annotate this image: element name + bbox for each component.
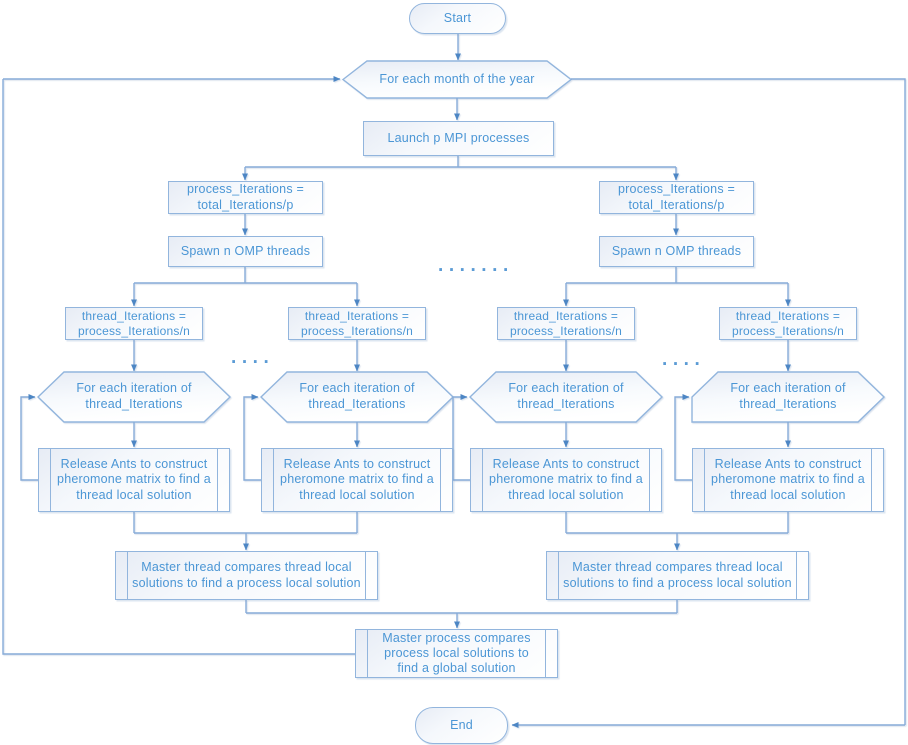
thread-iterations-box-1: thread_Iterations = process_Iterations/n xyxy=(65,307,203,340)
start-label: Start xyxy=(443,10,472,25)
start-terminator: Start xyxy=(409,3,506,34)
release-ants-box-3: Release Ants to construct pheromone matr… xyxy=(470,448,662,512)
spawn-threads-box-left: Spawn n OMP threads xyxy=(168,236,323,267)
edge-merge-masters xyxy=(245,600,678,614)
iteration-loop-label-1: For each iteration of thread_Iterations xyxy=(76,381,192,411)
iteration-loop-label-3: For each iteration of thread_Iterations xyxy=(508,381,624,411)
process-iterations-box-left: process_Iterations = total_Iterations/p xyxy=(168,181,323,214)
end-terminator: End xyxy=(415,707,508,744)
thread-iterations-box-4: thread_Iterations = process_Iterations/n xyxy=(719,307,857,340)
edge-iteration-loopback-1 xyxy=(20,394,38,481)
end-label: End xyxy=(450,717,473,732)
edge-iteration-loopback-3 xyxy=(452,394,470,481)
release-ants-box-1: Release Ants to construct pheromone matr… xyxy=(38,448,230,512)
release-ants-box-2: Release Ants to construct pheromone matr… xyxy=(261,448,453,512)
launch-mpi-box: Launch p MPI processes xyxy=(363,121,554,156)
edge-merge-left-pair xyxy=(133,512,358,534)
iteration-loop-label-4: For each iteration of thread_Iterations xyxy=(730,381,846,411)
edge-launch-split xyxy=(245,156,676,168)
thread-branch-ellipsis-dots-left: ···· xyxy=(231,352,275,373)
spawn-threads-box-right: Spawn n OMP threads xyxy=(599,236,754,267)
release-ants-box-4: Release Ants to construct pheromone matr… xyxy=(692,448,884,512)
master-process-box: Master process compares process local so… xyxy=(355,629,558,678)
edge-iteration-loopback-2 xyxy=(243,394,261,481)
iteration-loop-label-2: For each iteration of thread_Iterations xyxy=(299,381,415,411)
process-iterations-box-right: process_Iterations = total_Iterations/p xyxy=(599,181,754,214)
iteration-loop-hexagon-4 xyxy=(691,371,886,423)
master-thread-box-right: Master thread compares thread local solu… xyxy=(546,551,809,600)
edge-spawn-left-split xyxy=(134,267,357,284)
thread-iterations-box-3: thread_Iterations = process_Iterations/n xyxy=(497,307,635,340)
process-branch-ellipsis-dots: ······· xyxy=(438,260,514,281)
edge-spawn-right-split xyxy=(566,267,788,284)
master-thread-box-left: Master thread compares thread local solu… xyxy=(115,551,378,600)
iteration-loop-hexagon-3 xyxy=(468,371,664,423)
edge-iteration-loopback-4 xyxy=(674,394,692,481)
thread-branch-ellipsis-dots-right: ···· xyxy=(662,354,706,375)
edge-month-exit-right xyxy=(571,78,906,725)
edge-global-loopback xyxy=(2,79,355,655)
edge-merge-right-pair xyxy=(565,512,789,534)
thread-iterations-box-2: thread_Iterations = process_Iterations/n xyxy=(288,307,426,340)
month-loop-label: For each month of the year xyxy=(379,71,535,86)
iteration-loop-hexagon-1 xyxy=(36,371,232,423)
